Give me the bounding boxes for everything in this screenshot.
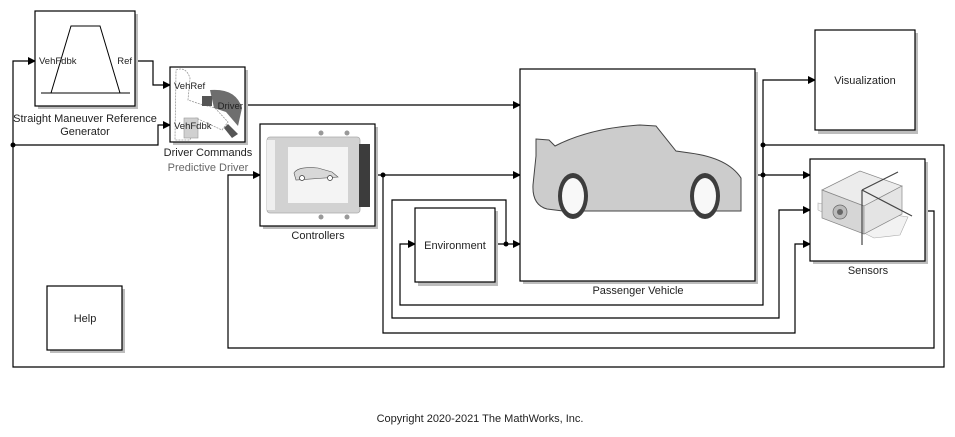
block-label: Environment — [424, 240, 486, 252]
port-driver: Driver — [218, 101, 243, 112]
sensors-block[interactable]: Sensors — [809, 158, 928, 277]
reference-generator-block[interactable]: VehFdbk Ref Straight Maneuver Reference … — [13, 10, 157, 138]
passenger-vehicle-block[interactable]: Passenger Vehicle — [519, 68, 758, 297]
wire-ref-to-driver[interactable] — [136, 60, 171, 89]
port-ref: Ref — [117, 56, 132, 67]
block-label: Passenger Vehicle — [592, 285, 683, 297]
port-vehfdbk: VehFdbk — [39, 56, 77, 67]
wire-vehicle-to-environment[interactable] — [399, 175, 764, 306]
wire-fdbk-to-driver[interactable] — [13, 121, 171, 146]
signal-lines — [10, 57, 945, 368]
help-label: Help — [74, 313, 97, 325]
driver-seated-icon — [174, 68, 242, 141]
controllers-block[interactable]: Controllers — [259, 123, 378, 242]
wire-fdbk-to-reference[interactable] — [12, 57, 36, 145]
copyright-text: Copyright 2020-2021 The MathWorks, Inc. — [377, 413, 584, 425]
port-vehfdbk: VehFdbk — [174, 121, 212, 132]
help-block[interactable]: Help — [46, 285, 125, 353]
wire-sensors-to-controllers[interactable] — [227, 171, 935, 349]
block-label: Driver Commands — [164, 147, 253, 159]
trapezoid-profile-icon — [41, 25, 130, 94]
environment-block[interactable]: Environment — [414, 207, 498, 286]
wire-outer-feedback[interactable] — [12, 144, 945, 368]
block-label: Straight Maneuver Reference — [13, 113, 157, 125]
block-label-line2: Generator — [60, 126, 110, 138]
driver-commands-block[interactable]: VehRef VehFdbk Driver Driver Commands Pr… — [164, 66, 253, 174]
wire-vehicle-to-visualization[interactable] — [756, 76, 816, 176]
block-label: Controllers — [291, 230, 345, 242]
branch-point — [760, 172, 766, 178]
visualization-block[interactable]: Visualization — [814, 29, 918, 134]
branch-point — [760, 142, 766, 148]
port-vehref: VehRef — [174, 81, 206, 92]
block-label: Sensors — [848, 265, 889, 277]
block-label: Visualization — [834, 75, 896, 87]
ecu-icon — [266, 130, 370, 220]
wire-controllers-to-sensors[interactable] — [382, 175, 811, 334]
car-icon — [532, 124, 742, 219]
block-sublabel: Predictive Driver — [168, 162, 249, 174]
branch-point — [10, 142, 16, 148]
sensor-camera-icon — [817, 170, 913, 245]
wire-env-to-sensors[interactable] — [391, 199, 811, 319]
